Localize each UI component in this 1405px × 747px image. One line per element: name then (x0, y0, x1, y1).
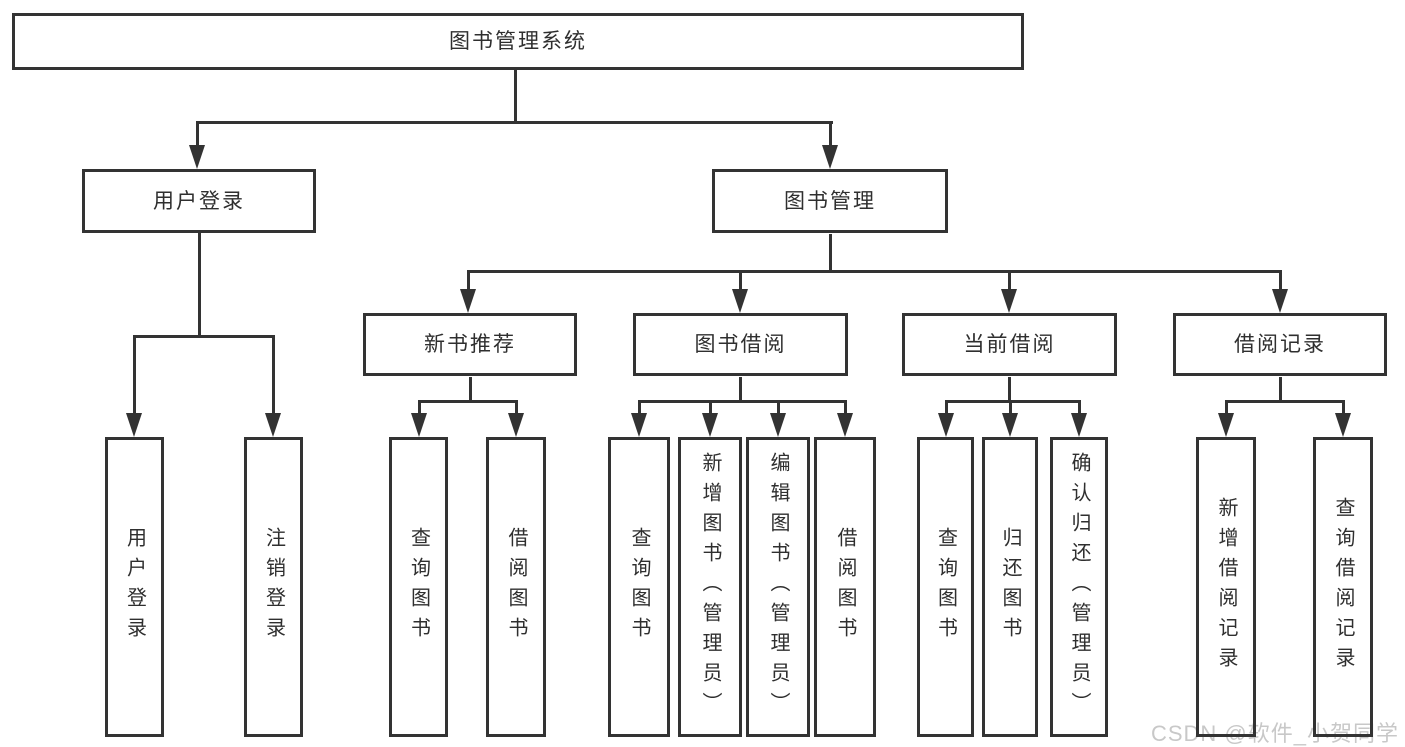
node-new-book-recommend: 新书推荐 (363, 313, 577, 376)
leaf-borrow-books-recommend: 借阅图书 (486, 437, 546, 737)
connector-vline (1008, 270, 1011, 292)
leaf-label: 查询图书 (628, 527, 650, 647)
leaf-query-books-borrow: 查询图书 (608, 437, 670, 737)
node-book-borrow: 图书借阅 (633, 313, 848, 376)
leaf-label: 查询借阅记录 (1332, 497, 1354, 677)
connector-vline (829, 121, 832, 148)
leaf-label: 新增图书（管理员） (699, 452, 721, 722)
connector-vline (514, 70, 517, 121)
arrow-down-icon (1272, 289, 1288, 313)
arrow-down-icon (1001, 289, 1017, 313)
node-label: 图书管理 (784, 189, 876, 213)
node-current-borrow: 当前借阅 (902, 313, 1117, 376)
connector-vline (1225, 400, 1228, 416)
leaf-add-book-admin: 新增图书（管理员） (678, 437, 742, 737)
connector-vline (844, 400, 847, 416)
connector-vline (196, 121, 199, 148)
arrow-down-icon (265, 413, 281, 437)
arrow-down-icon (1218, 413, 1234, 437)
arrow-down-icon (938, 413, 954, 437)
arrow-down-icon (837, 413, 853, 437)
leaf-label: 用户登录 (123, 527, 146, 647)
leaf-label: 新增借阅记录 (1215, 497, 1237, 677)
watermark: CSDN @软件_小贺同学 (1150, 721, 1399, 746)
connector-hline (945, 400, 1081, 403)
node-label: 新书推荐 (424, 333, 516, 356)
leaf-label: 确认归还（管理员） (1068, 452, 1090, 722)
connector-vline (467, 270, 470, 292)
connector-vline (829, 234, 832, 272)
arrow-down-icon (702, 413, 718, 437)
leaf-confirm-return-admin: 确认归还（管理员） (1050, 437, 1108, 737)
leaf-label: 编辑图书（管理员） (767, 452, 789, 722)
leaf-add-borrow-record: 新增借阅记录 (1196, 437, 1256, 737)
arrow-down-icon (189, 145, 205, 169)
node-label: 用户登录 (153, 189, 245, 213)
node-label: 借阅记录 (1234, 333, 1326, 356)
arrow-down-icon (1002, 413, 1018, 437)
node-book-management: 图书管理 (712, 169, 948, 233)
connector-vline (469, 377, 472, 402)
node-label: 图书借阅 (694, 333, 787, 356)
leaf-query-borrow-record: 查询借阅记录 (1313, 437, 1373, 737)
arrow-down-icon (631, 413, 647, 437)
leaf-logout: 注销登录 (244, 437, 303, 737)
connector-vline (198, 233, 201, 337)
connector-vline (1009, 400, 1012, 416)
arrow-down-icon (126, 413, 142, 437)
arrow-down-icon (411, 413, 427, 437)
connector-vline (739, 377, 742, 402)
connector-hline (133, 335, 275, 338)
connector-vline (709, 400, 712, 416)
connector-vline (1342, 400, 1345, 416)
connector-hline (418, 400, 518, 403)
leaf-borrow-books: 借阅图书 (814, 437, 876, 737)
arrow-down-icon (732, 289, 748, 313)
leaf-query-books-recommend: 查询图书 (389, 437, 448, 737)
leaf-user-login: 用户登录 (105, 437, 164, 737)
arrow-down-icon (460, 289, 476, 313)
connector-vline (777, 400, 780, 416)
leaf-edit-book-admin: 编辑图书（管理员） (746, 437, 810, 737)
leaf-return-books: 归还图书 (982, 437, 1038, 737)
leaf-label: 借阅图书 (834, 527, 856, 647)
connector-hline (196, 121, 833, 124)
leaf-query-books-current: 查询图书 (917, 437, 974, 737)
node-label: 图书管理系统 (449, 30, 587, 53)
leaf-label: 查询图书 (407, 527, 430, 647)
connector-vline (272, 335, 275, 417)
connector-vline (638, 400, 641, 416)
leaf-label: 借阅图书 (505, 527, 527, 647)
arrow-down-icon (508, 413, 524, 437)
arrow-down-icon (822, 145, 838, 169)
leaf-label: 归还图书 (999, 527, 1021, 647)
arrow-down-icon (770, 413, 786, 437)
connector-hline (1225, 400, 1345, 403)
leaf-label: 查询图书 (934, 527, 957, 647)
leaf-label: 注销登录 (262, 527, 285, 647)
arrow-down-icon (1071, 413, 1087, 437)
connector-vline (1078, 400, 1081, 416)
node-library-system: 图书管理系统 (12, 13, 1024, 70)
connector-vline (133, 335, 136, 417)
node-borrow-records: 借阅记录 (1173, 313, 1387, 376)
connector-vline (1279, 377, 1282, 402)
connector-vline (418, 400, 421, 416)
arrow-down-icon (1335, 413, 1351, 437)
connector-vline (739, 270, 742, 292)
connector-vline (1008, 377, 1011, 402)
connector-hline (467, 270, 1282, 273)
connector-vline (1279, 270, 1282, 292)
connector-hline (638, 400, 847, 403)
connector-vline (945, 400, 948, 416)
connector-vline (515, 400, 518, 416)
node-label: 当前借阅 (963, 333, 1056, 356)
node-user-login: 用户登录 (82, 169, 316, 233)
